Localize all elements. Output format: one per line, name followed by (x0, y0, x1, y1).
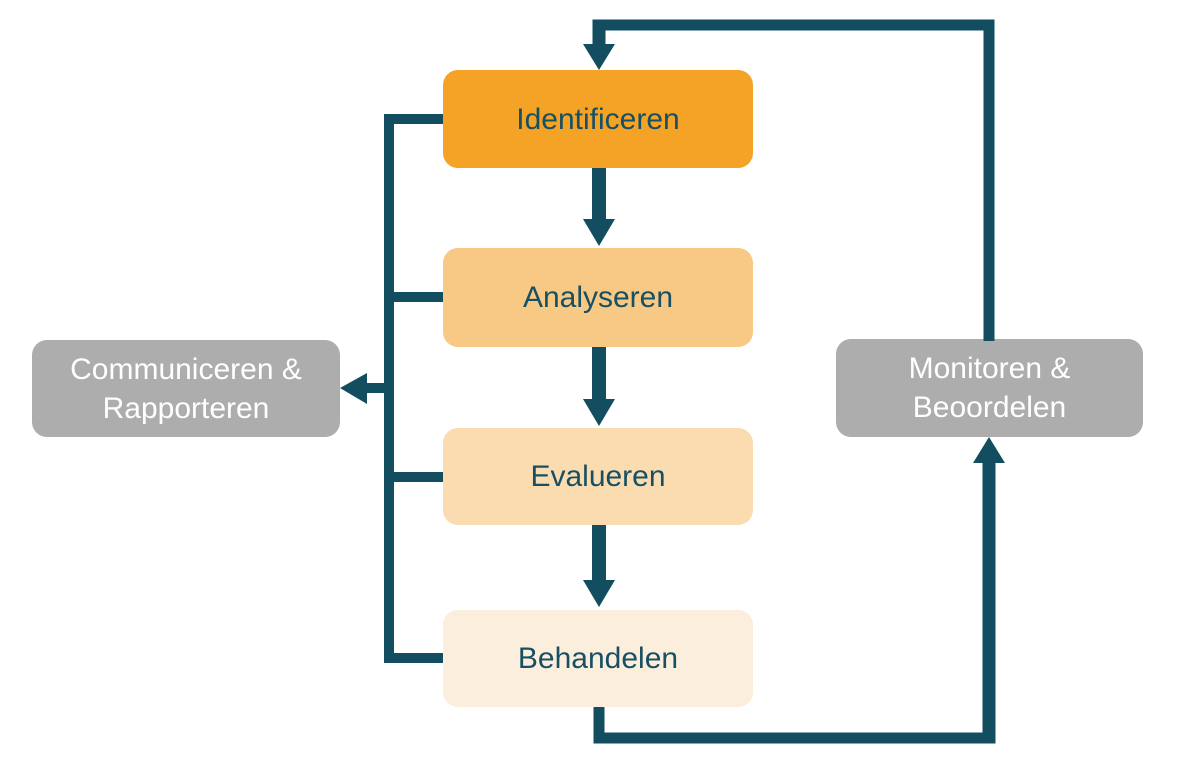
node-communiceren-rapporteren: Communiceren & Rapporteren (32, 340, 340, 437)
node-evalueren: Evalueren (443, 428, 753, 525)
edge-monitoren-to-identificeren (605, 19, 995, 341)
node-identificeren: Identificeren (443, 70, 753, 168)
arrowhead-into-identificeren (583, 44, 615, 70)
arrowhead-into-communiceren (340, 373, 367, 404)
node-monitoren-beoordelen: Monitoren & Beoordelen (836, 339, 1143, 437)
node-communiceren-label: Communiceren & Rapporteren (70, 352, 302, 425)
node-identificeren-label: Identificeren (516, 102, 680, 136)
node-evalueren-label: Evalueren (530, 460, 666, 493)
node-behandelen-label: Behandelen (517, 642, 679, 675)
edge-behandelen-to-monitoren (593, 707, 983, 744)
node-analyseren-label: Analyseren (522, 281, 674, 314)
arrowhead-into-analyseren (583, 219, 615, 246)
edge-left-rail (367, 114, 443, 663)
node-analyseren: Analyseren (443, 248, 753, 347)
node-behandelen: Behandelen (443, 610, 753, 707)
arrowhead-into-monitoren (973, 437, 1005, 463)
arrowhead-into-evalueren (583, 399, 615, 426)
arrowhead-into-behandelen (583, 580, 615, 607)
node-monitoren-label: Monitoren & Beoordelen (908, 352, 1071, 424)
